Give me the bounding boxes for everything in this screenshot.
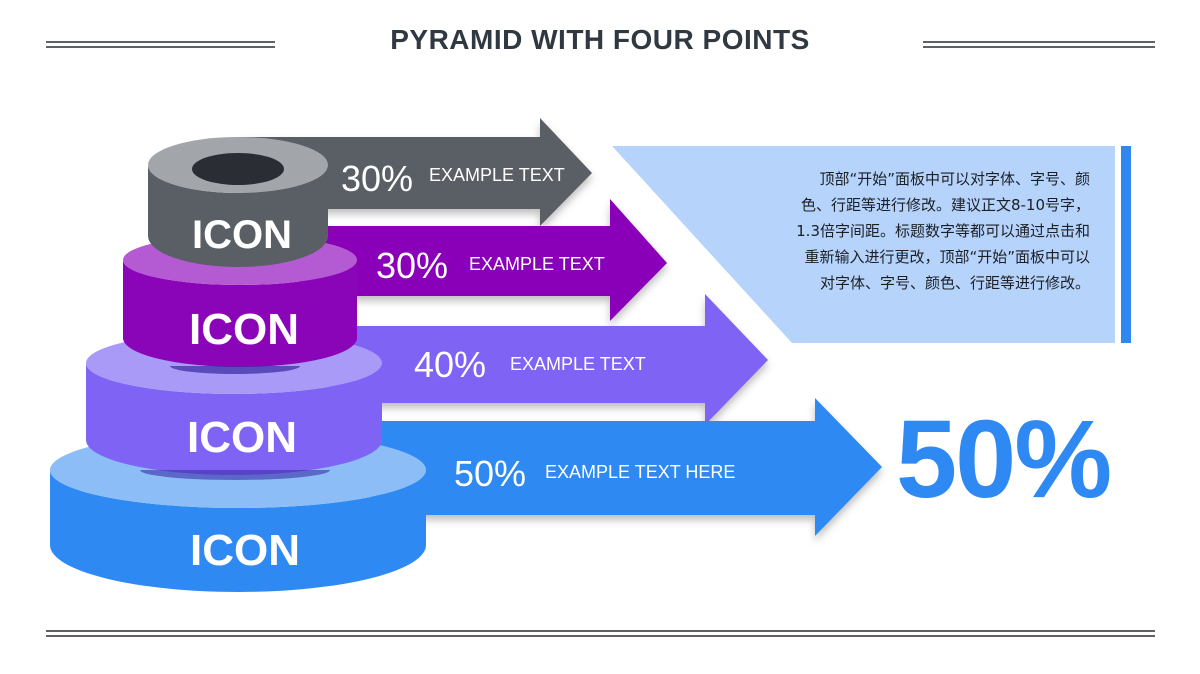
icon-label-1: ICON [192, 213, 292, 257]
arrow-3-value: 40% [414, 344, 486, 385]
icon-label-2: ICON [189, 305, 299, 354]
icon-label-4: ICON [190, 526, 300, 575]
top-right-rule [923, 41, 1155, 48]
bottom-rule [46, 630, 1155, 637]
arrow-3-text: EXAMPLE TEXT [510, 354, 646, 374]
icon-label-3: ICON [187, 413, 297, 462]
page-title: PYRAMID WITH FOUR POINTS [390, 24, 810, 55]
arrow-2 [300, 199, 667, 321]
arrow-4 [370, 398, 882, 536]
pyramid-level-1 [148, 137, 328, 267]
description-panel [612, 146, 1115, 343]
highlight-value: 50% [896, 398, 1112, 521]
arrow-2-value: 30% [376, 245, 448, 286]
accent-bar [1121, 146, 1131, 343]
arrow-2-text: EXAMPLE TEXT [469, 254, 605, 274]
arrow-3 [330, 294, 768, 425]
arrow-4-text: EXAMPLE TEXT HERE [545, 462, 735, 482]
top-left-rule [46, 41, 275, 48]
arrow-1-text: EXAMPLE TEXT [429, 165, 565, 185]
arrow-1-value: 30% [341, 158, 413, 199]
description-text: 顶部“开始”面板中可以对字体、字号、颜色、行距等进行修改。建议正文8-10号字，… [796, 170, 1090, 292]
arrow-4-value: 50% [454, 453, 526, 494]
